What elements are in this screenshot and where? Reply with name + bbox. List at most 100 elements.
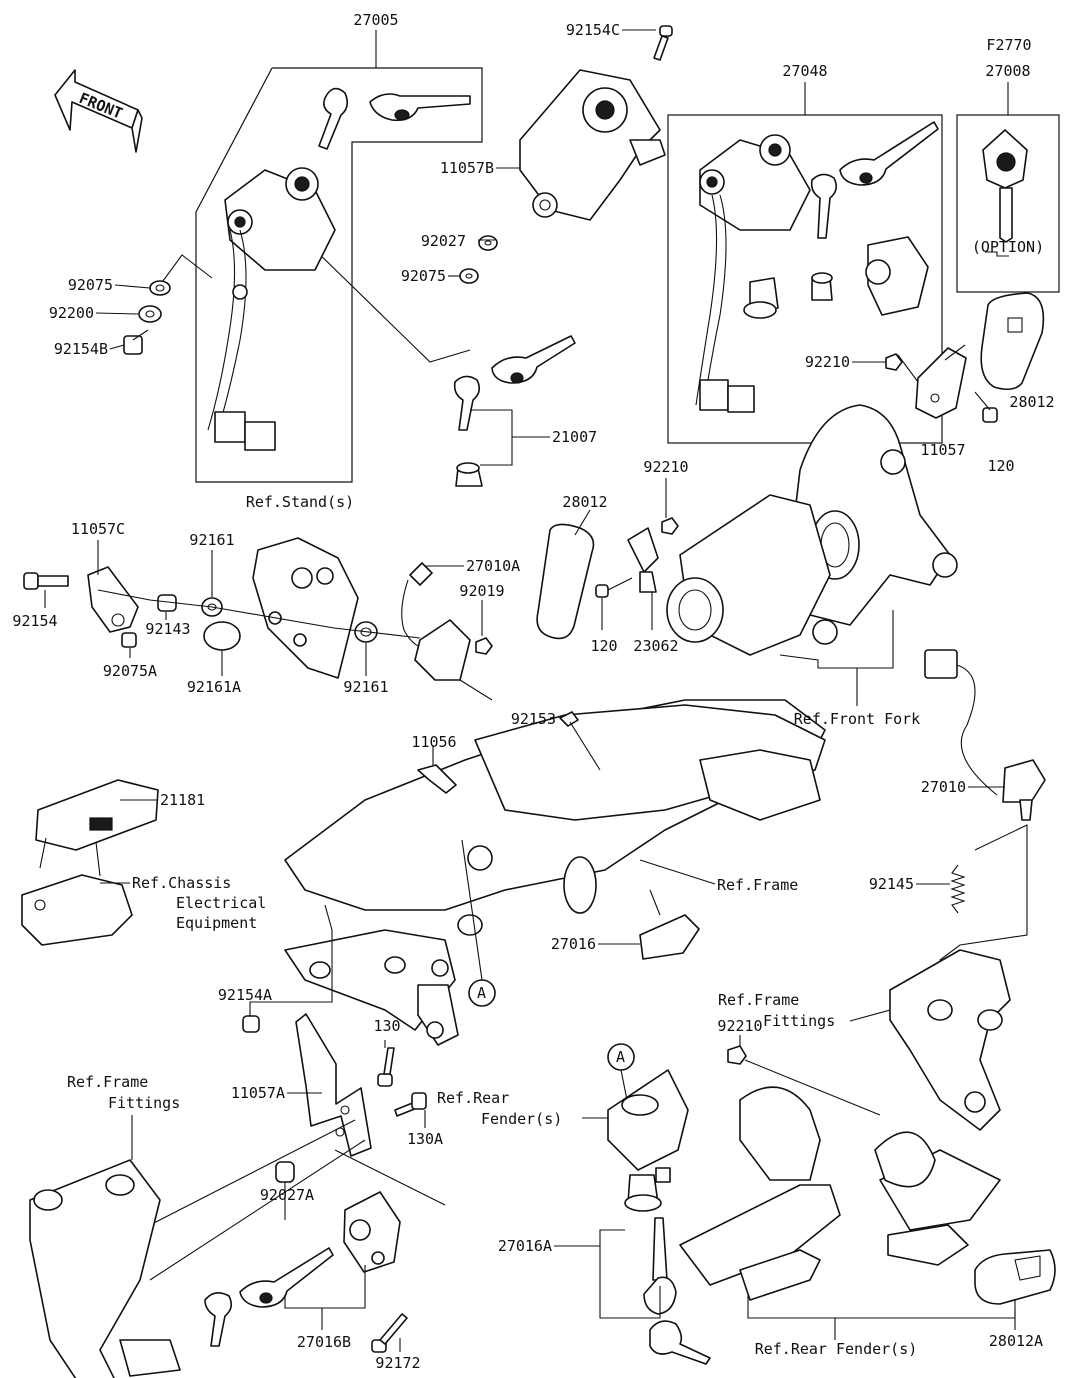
nut-92210-upper <box>885 353 903 371</box>
option-key-27008-icon <box>982 129 1028 257</box>
label-27048: 27048 <box>782 62 827 80</box>
bolt-92154C <box>653 25 673 61</box>
ecu-module-21181 <box>35 779 159 851</box>
switch-27010 <box>924 649 1046 821</box>
label-ref-frame-fittings-right-1: Ref.Frame <box>718 991 799 1009</box>
side-stand-switch-27010A <box>401 562 493 701</box>
key-set-27048 <box>810 121 939 239</box>
label-ref-frame-fittings-left-2: Fittings <box>108 1094 180 1112</box>
rear-fender-section <box>607 1069 689 1171</box>
label-ref-chassis-3: Equipment <box>176 914 257 932</box>
group-27005-outline <box>195 67 483 483</box>
label-ref-frame-fittings-right-2: Fittings <box>763 1012 835 1030</box>
bolt-92154B <box>123 329 149 355</box>
label-23062: 23062 <box>633 637 678 655</box>
reflector-28012-upper <box>980 292 1045 391</box>
label-92153: 92153 <box>511 710 556 728</box>
bolt-92154A <box>242 1015 260 1033</box>
label-27016B: 27016B <box>297 1333 351 1351</box>
label-27016A: 27016A <box>498 1237 552 1255</box>
label-ref-chassis-2: Electrical <box>176 894 266 912</box>
washer-92075 <box>149 280 171 296</box>
nut-92210-mid <box>661 517 679 535</box>
label-92161-b: 92161 <box>343 678 388 696</box>
sensor-27016 <box>639 914 700 960</box>
key-set-27005 <box>318 87 471 150</box>
label-120-a: 120 <box>987 457 1014 475</box>
reference-a-1-text: A <box>477 984 486 1002</box>
bracket-11057A <box>295 1013 372 1157</box>
label-ref-rear-fender-1: Ref.Rear <box>437 1089 509 1107</box>
label-92210-b: 92210 <box>643 458 688 476</box>
label-27016: 27016 <box>551 935 596 953</box>
label-ref-frame-fittings-left-1: Ref.Frame <box>67 1073 148 1091</box>
steering-lock-11057B <box>519 69 666 221</box>
label-11057: 11057 <box>920 441 965 459</box>
stand-bracket <box>252 537 359 679</box>
washer-92027 <box>478 235 498 251</box>
label-92200: 92200 <box>49 304 94 322</box>
key-set-21007 <box>453 335 576 487</box>
label-120-b: 120 <box>590 637 617 655</box>
label-92154C: 92154C <box>566 21 620 39</box>
label-28012-b: 28012 <box>562 493 607 511</box>
lock-cylinder-27048 <box>743 236 929 319</box>
screw-92153 <box>559 711 601 771</box>
label-92143: 92143 <box>145 620 190 638</box>
label-21181: 21181 <box>160 791 205 809</box>
label-11057B: 11057B <box>440 159 494 177</box>
frame-fitting-right <box>889 949 1011 1131</box>
label-ref-frame: Ref.Frame <box>717 876 798 894</box>
label-ref-stand: Ref.Stand(s) <box>246 493 354 511</box>
label-92154B: 92154B <box>54 340 108 358</box>
bolt-92172 <box>371 1313 408 1353</box>
label-92019: 92019 <box>459 582 504 600</box>
bolt-120-upper <box>974 391 998 423</box>
bolt-92154 <box>23 572 69 590</box>
label-92075-a: 92075 <box>68 276 113 294</box>
reference-circle-a-1: A <box>468 979 496 1007</box>
rear-fender-lower <box>679 1086 1001 1301</box>
label-92154: 92154 <box>12 612 57 630</box>
label-28012-a: 28012 <box>1009 393 1054 411</box>
cap-92161A <box>203 621 241 651</box>
label-92075A: 92075A <box>103 662 157 680</box>
label-ref-rear-fender-lower: Ref.Rear Fender(s) <box>755 1340 918 1358</box>
reflector-28012-mid <box>536 523 595 640</box>
frame-fitting-left <box>29 1159 181 1378</box>
reflector-28012A <box>974 1249 1056 1305</box>
label-92027A: 92027A <box>260 1186 314 1204</box>
washer-92200 <box>138 305 162 323</box>
front-arrow-icon: FRONT <box>54 69 143 153</box>
label-11057C: 11057C <box>71 520 125 538</box>
bolt-130 <box>377 1047 395 1087</box>
bracket-11057C <box>87 566 139 633</box>
label-92145: 92145 <box>869 875 914 893</box>
label-ref-chassis-1: Ref.Chassis <box>132 874 231 892</box>
label-130A: 130A <box>407 1130 443 1148</box>
bolt-130A <box>394 1092 427 1117</box>
bolt-92075A <box>121 632 137 648</box>
label-92172: 92172 <box>375 1354 420 1372</box>
lock-27016A <box>624 1167 671 1212</box>
label-11056: 11056 <box>411 733 456 751</box>
chassis-bracket <box>21 874 133 946</box>
bracket-23062 <box>627 527 659 593</box>
part-labels: F2770 (OPTION) 27005 92154C 27048 27008 … <box>12 11 1054 1372</box>
label-92210-c: 92210 <box>717 1017 762 1035</box>
label-92027: 92027 <box>421 232 466 250</box>
reference-a-2-text: A <box>616 1048 625 1066</box>
front-fork-assembly <box>666 404 958 656</box>
label-27010A: 27010A <box>466 557 520 575</box>
nut-92019 <box>475 637 493 655</box>
key-set-27016A <box>643 1217 711 1365</box>
reference-circle-a-2: A <box>607 1043 635 1071</box>
label-92161A: 92161A <box>187 678 241 696</box>
bolt-120-mid <box>595 577 633 598</box>
spring-92145 <box>950 864 966 914</box>
label-28012A: 28012A <box>989 1332 1043 1350</box>
label-130: 130 <box>373 1017 400 1035</box>
label-27008: 27008 <box>985 62 1030 80</box>
